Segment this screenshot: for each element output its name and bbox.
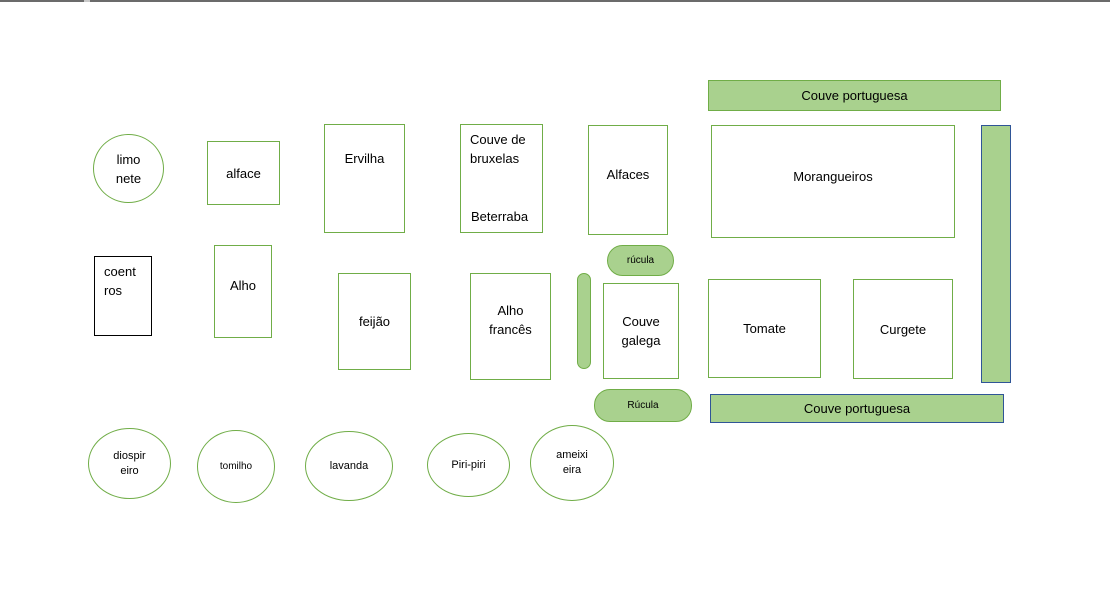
bed-ervilha-label: Ervilha (344, 151, 385, 166)
bed-rucula-bottom[interactable]: Rúcula (594, 389, 692, 422)
bed-beterraba-label: Beterraba (471, 209, 529, 224)
bed-alho-frances-label: Alho francês (489, 303, 532, 337)
plant-limonete[interactable]: limo nete (93, 134, 164, 203)
bed-rucula-bottom-label: Rúcula (627, 400, 659, 411)
bed-rucula-top-label: rúcula (626, 255, 655, 266)
bed-alface[interactable]: alface (207, 141, 280, 205)
bed-alho[interactable]: Alho (214, 245, 272, 338)
bed-couve-galega[interactable]: Couve galega (603, 283, 679, 379)
bed-coentros-label: coent ros (104, 264, 136, 298)
bed-ervilha[interactable]: Ervilha (324, 124, 405, 233)
bed-couve-de-bruxelas-label: Couve de bruxelas (470, 132, 526, 166)
bed-morangueiros[interactable]: Morangueiros (711, 125, 955, 238)
plant-lavanda-label: lavanda (329, 459, 369, 472)
bed-narrow-strip[interactable] (577, 273, 591, 369)
bed-alho-label: Alho (229, 278, 257, 293)
bed-couve-portuguesa-top[interactable]: Couve portuguesa (708, 80, 1001, 111)
bed-couve-portuguesa-bottom-label: Couve portuguesa (803, 401, 911, 416)
plant-limonete-label: limo nete (115, 151, 142, 186)
bed-alfaces[interactable]: Alfaces (588, 125, 668, 235)
bed-tomate-label: Tomate (743, 321, 786, 336)
plant-diospireiro[interactable]: diospir eiro (88, 428, 171, 499)
bed-morangueiros-label: Morangueiros (793, 169, 873, 184)
bed-vertical-right[interactable] (981, 125, 1011, 383)
plant-piri-piri-label: Piri-piri (451, 458, 486, 471)
bed-alho-frances[interactable]: Alho francês (470, 273, 551, 380)
bed-feijao-label: feijão (358, 314, 391, 329)
plant-ameixieira[interactable]: ameixi eira (530, 425, 614, 501)
plant-piri-piri[interactable]: Piri-piri (427, 433, 510, 497)
plant-tomilho[interactable]: tomilho (197, 430, 275, 503)
bed-couve-portuguesa-bottom[interactable]: Couve portuguesa (710, 394, 1004, 423)
bed-couve-galega-label: Couve galega (621, 314, 661, 348)
plant-lavanda[interactable]: lavanda (305, 431, 393, 501)
bed-rucula-top[interactable]: rúcula (607, 245, 674, 276)
window-top-border (0, 0, 1110, 2)
plant-ameixieira-label: ameixi eira (556, 449, 588, 476)
bed-couve-de-bruxelas-beterraba[interactable]: Couve de bruxelas Beterraba (460, 124, 543, 233)
bed-couve-portuguesa-top-label: Couve portuguesa (801, 88, 908, 103)
bed-alface-label: alface (226, 165, 261, 181)
bed-alfaces-label: Alfaces (606, 167, 650, 182)
plant-tomilho-label: tomilho (219, 461, 253, 472)
plant-diospireiro-label: diospir eiro (113, 449, 146, 477)
bed-curgete[interactable]: Curgete (853, 279, 953, 379)
bed-curgete-label: Curgete (879, 321, 927, 337)
bed-feijao[interactable]: feijão (338, 273, 411, 370)
window-top-tick (84, 0, 90, 2)
bed-tomate[interactable]: Tomate (708, 279, 821, 378)
bed-coentros[interactable]: coent ros (94, 256, 152, 336)
